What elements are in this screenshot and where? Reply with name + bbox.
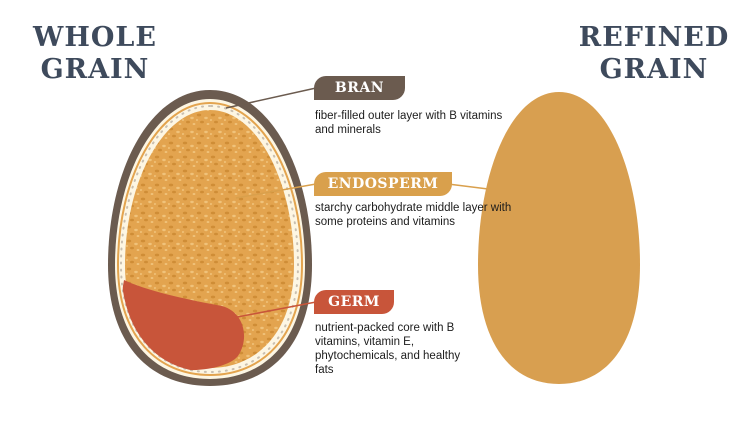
refined-heading-line2: GRAIN — [599, 54, 709, 85]
endosperm-leader-line — [235, 183, 317, 199]
refined-heading-line1: REFINED — [578, 22, 730, 53]
aleurone-dots — [119, 104, 300, 374]
whole-heading-line2: GRAIN — [40, 54, 150, 85]
germ-description: nutrient-packed core with B vitamins, vi… — [315, 322, 461, 376]
germ-leader-line — [231, 301, 317, 319]
refined-grain-heading: REFINED GRAIN — [574, 22, 734, 86]
endosperm-description: starchy carbohydrate middle layer with s… — [315, 202, 512, 228]
germ-label: GERM — [314, 290, 394, 314]
refined-grain-shape — [478, 92, 640, 384]
whole-grain-heading: WHOLE GRAIN — [20, 22, 170, 86]
endosperm-outline — [116, 101, 304, 377]
bran-label: BRAN — [314, 76, 405, 100]
germ-layer — [121, 280, 245, 371]
endosperm-label: ENDOSPERM — [314, 172, 452, 196]
whole-heading-line1: WHOLE — [33, 22, 157, 53]
bran-leader-line — [225, 87, 317, 109]
bran-description: fiber-filled outer layer with B vitamins… — [315, 110, 503, 136]
